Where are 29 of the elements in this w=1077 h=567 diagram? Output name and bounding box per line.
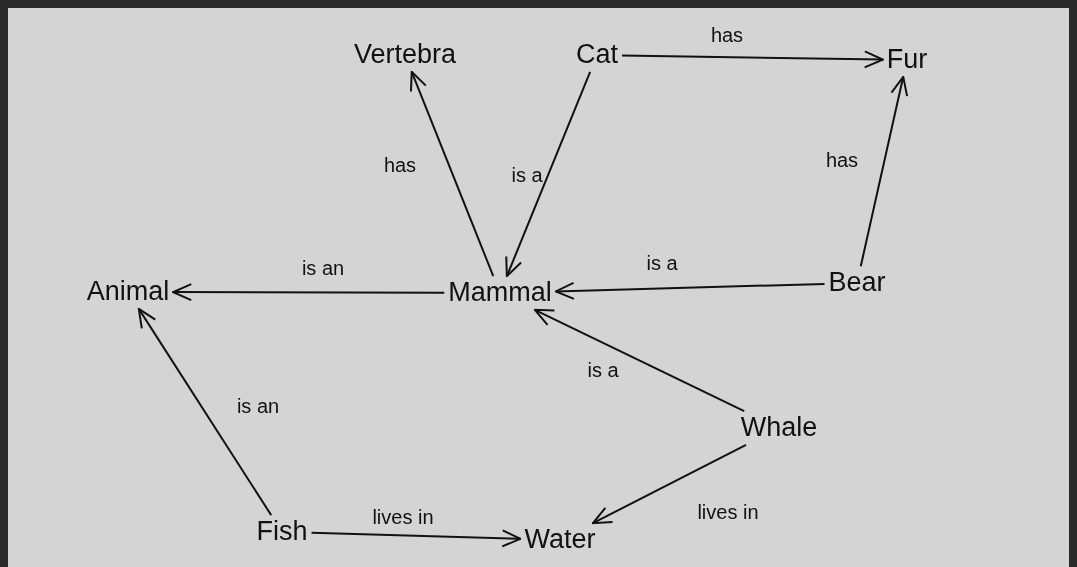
edge-label: has [710,24,744,46]
edge-label: is an [236,395,280,417]
concept-label: Cat [576,40,618,70]
edge-label: is a [646,252,678,274]
arrow [137,307,273,517]
arrow [554,281,826,300]
concept-label: Animal [86,277,170,307]
concept-label: Mammal [448,278,552,308]
arrow [310,529,522,548]
arrow [621,50,884,69]
concept-label: Fur [886,45,928,75]
arrow [859,75,909,268]
arrow [533,308,746,413]
arrow [591,443,748,525]
concept-label: Whale [740,413,818,443]
edge-label: has [383,154,417,176]
concept-label: Fish [256,517,308,547]
concept-label: Vertebra [353,40,457,70]
concept-label: Bear [828,268,886,298]
arrow [409,70,495,278]
concept-label: Water [524,525,596,555]
edge-label: lives in [372,506,434,528]
edge-label: is a [587,359,619,381]
edge-label: has [825,149,859,171]
arrow [505,70,592,278]
edge-label: is a [511,164,543,186]
arrow [172,283,446,302]
edge-label: is an [301,257,345,279]
edge-label: lives in [697,501,759,523]
